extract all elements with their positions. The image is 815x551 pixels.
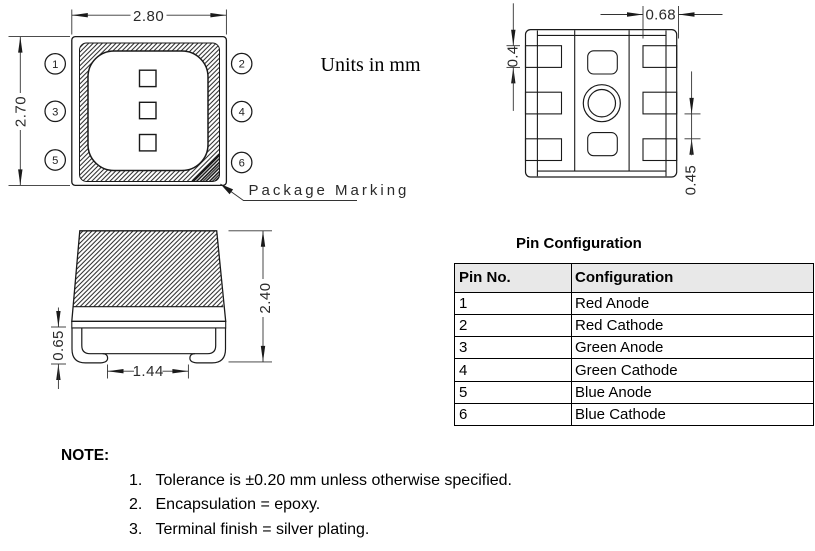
svg-text:0.4: 0.4	[505, 46, 522, 68]
svg-text:0.68: 0.68	[645, 7, 675, 24]
svg-text:6: 6	[239, 158, 245, 170]
svg-text:Package Marking: Package Marking	[249, 182, 410, 199]
svg-text:0.45: 0.45	[683, 165, 700, 195]
svg-text:3: 3	[52, 106, 58, 118]
svg-text:1.44: 1.44	[133, 363, 164, 380]
svg-text:5: 5	[52, 155, 58, 167]
svg-text:2.70: 2.70	[13, 96, 30, 127]
svg-text:2: 2	[239, 59, 245, 71]
svg-text:2.40: 2.40	[257, 282, 274, 313]
svg-text:2.80: 2.80	[133, 8, 164, 25]
svg-text:0.65: 0.65	[50, 330, 67, 360]
svg-text:4: 4	[239, 107, 245, 119]
svg-text:1: 1	[52, 59, 58, 71]
